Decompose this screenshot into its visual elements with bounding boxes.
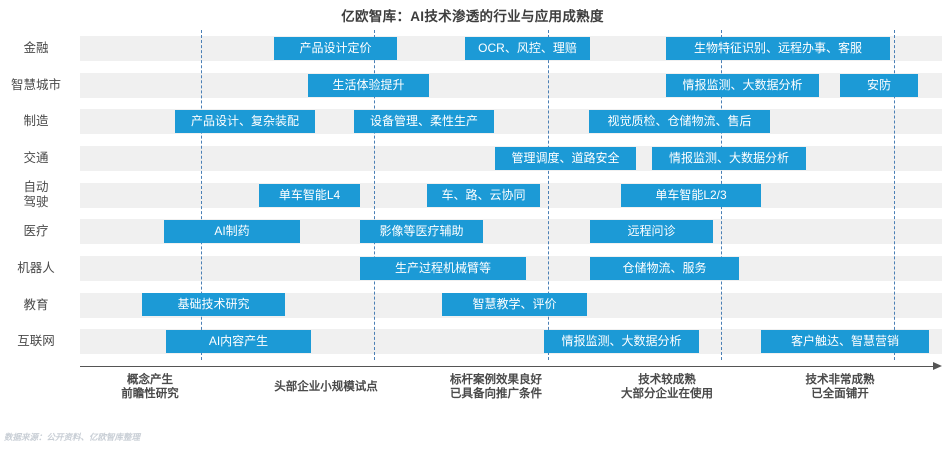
- stage-divider-5: [894, 30, 895, 360]
- row-label-制造: 制造: [0, 114, 72, 129]
- maturity-axis-line: [80, 366, 935, 367]
- maturity-bar[interactable]: 情报监测、大数据分析: [666, 74, 819, 97]
- maturity-bar[interactable]: 车、路、云协同: [427, 184, 540, 207]
- stage-caption-line: 概念产生: [127, 374, 173, 386]
- maturity-bar[interactable]: AI内容产生: [166, 330, 311, 353]
- maturity-bar[interactable]: 仓储物流、服务: [590, 257, 739, 280]
- row-label-机器人: 机器人: [0, 261, 72, 276]
- row-label-互联网: 互联网: [0, 334, 72, 349]
- row-label-自动驾驶: 自动驾驶: [0, 180, 72, 210]
- maturity-bar[interactable]: 情报监测、大数据分析: [544, 330, 699, 353]
- stage-caption-line: 技术非常成熟: [805, 374, 875, 386]
- page-title: 亿欧智库：AI技术渗透的行业与应用成熟度: [341, 9, 604, 24]
- maturity-bar[interactable]: 基础技术研究: [142, 293, 285, 316]
- row-label-line: 教育: [23, 297, 49, 312]
- row-label-教育: 教育: [0, 298, 72, 313]
- stage-caption-1: 概念产生前瞻性研究: [50, 373, 250, 401]
- row-label-交通: 交通: [0, 151, 72, 166]
- row-label-金融: 金融: [0, 41, 72, 56]
- stage-divider-2: [374, 30, 375, 360]
- maturity-bar[interactable]: AI制药: [164, 220, 300, 243]
- row-label-智慧城市: 智慧城市: [0, 78, 72, 93]
- row-label-医疗: 医疗: [0, 224, 72, 239]
- stage-caption-2: 头部企业小规模试点: [226, 380, 426, 394]
- maturity-bar[interactable]: 安防: [840, 74, 918, 97]
- maturity-bar[interactable]: 生活体验提升: [308, 74, 429, 97]
- stage-caption-line: 头部企业小规模试点: [274, 381, 378, 393]
- maturity-bar[interactable]: 产品设计、复杂装配: [175, 110, 315, 133]
- stage-caption-line: 技术较成熟: [638, 374, 696, 386]
- stage-caption-3: 标杆案例效果良好已具备向推广条件: [396, 373, 596, 401]
- stage-caption-line: 已具备向推广条件: [450, 388, 542, 400]
- stage-divider-1: [201, 30, 202, 360]
- maturity-bar[interactable]: 设备管理、柔性生产: [354, 110, 494, 133]
- maturity-bar[interactable]: 智慧教学、评价: [442, 293, 587, 316]
- stage-caption-line: 已全面铺开: [811, 388, 869, 400]
- stage-caption-line: 标杆案例效果良好: [450, 374, 542, 386]
- row-label-line: 医疗: [23, 224, 49, 239]
- row-label-line: 自动: [23, 180, 49, 194]
- maturity-bar[interactable]: 情报监测、大数据分析: [652, 147, 806, 170]
- maturity-bar[interactable]: 管理调度、道路安全: [495, 147, 636, 170]
- axis-arrow-icon: [933, 361, 942, 370]
- maturity-bar[interactable]: 客户触达、智慧营销: [761, 330, 929, 353]
- row-label-line: 智慧城市: [10, 77, 61, 92]
- stage-divider-3: [548, 30, 549, 360]
- stage-caption-5: 技术非常成熟已全面铺开: [740, 373, 940, 401]
- row-label-line: 制造: [23, 114, 49, 129]
- maturity-bar[interactable]: 单车智能L4: [259, 184, 360, 207]
- row-label-line: 互联网: [17, 334, 55, 349]
- row-label-line: 交通: [23, 150, 49, 165]
- source-note: 数据来源：公开资料、亿欧智库整理: [4, 432, 141, 442]
- row-label-line: 机器人: [17, 260, 55, 275]
- maturity-bar[interactable]: 产品设计定价: [274, 37, 397, 60]
- maturity-bar[interactable]: 生物特征识别、远程办事、客服: [666, 37, 890, 60]
- stage-caption-line: 大部分企业在使用: [621, 388, 713, 400]
- maturity-bar[interactable]: 视觉质检、仓储物流、售后: [589, 110, 770, 133]
- stage-caption-line: 前瞻性研究: [121, 388, 179, 400]
- maturity-bar[interactable]: OCR、风控、理赔: [465, 37, 590, 60]
- maturity-bar[interactable]: 影像等医疗辅助: [360, 220, 483, 243]
- maturity-bar[interactable]: 生产过程机械臂等: [360, 257, 526, 280]
- maturity-bar[interactable]: 单车智能L2/3: [621, 184, 761, 207]
- row-label-line: 驾驶: [23, 195, 49, 209]
- maturity-bar[interactable]: 远程问诊: [590, 220, 713, 243]
- row-label-line: 金融: [23, 40, 49, 55]
- stage-caption-4: 技术较成熟大部分企业在使用: [567, 373, 767, 401]
